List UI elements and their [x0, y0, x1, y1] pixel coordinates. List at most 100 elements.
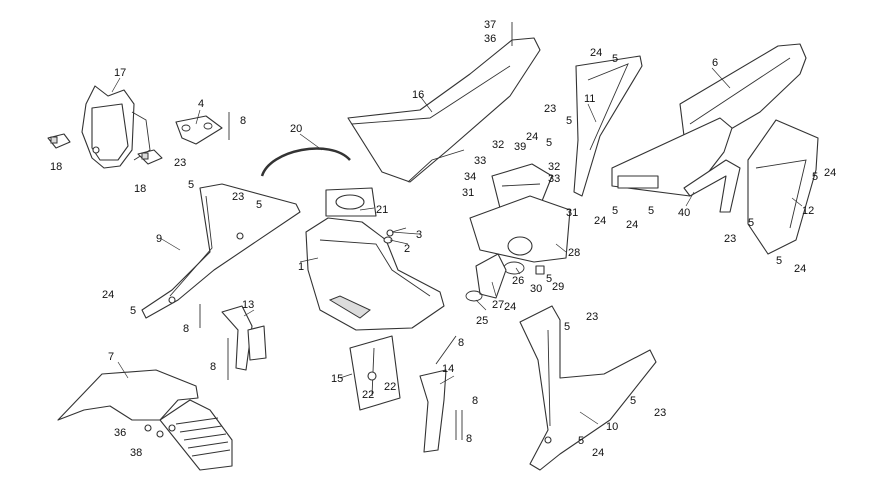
- callout-5: 5: [256, 199, 262, 211]
- callout-4: 4: [198, 98, 204, 110]
- part-seat: [347, 37, 541, 183]
- callout-38: 38: [130, 447, 142, 459]
- callout-18: 18: [50, 161, 62, 173]
- callout-5: 5: [776, 255, 782, 267]
- callout-23: 23: [586, 311, 598, 323]
- callout-9: 9: [156, 233, 162, 245]
- callout-5: 5: [566, 115, 572, 127]
- callout-14: 14: [442, 363, 454, 375]
- part-fuel-tap: [349, 335, 401, 411]
- callout-8: 8: [183, 323, 189, 335]
- callout-22: 22: [384, 381, 396, 393]
- callout-21: 21: [376, 204, 388, 216]
- callout-5: 5: [748, 217, 754, 229]
- callout-5: 5: [630, 395, 636, 407]
- part-airbox-cover: [491, 163, 553, 209]
- callout-8: 8: [466, 433, 472, 445]
- callout-25: 25: [476, 315, 488, 327]
- callout-labels: 1 2 3 4 5 5 5 5 5 5 5 5 5 5 5 5 5 5 5 6 …: [50, 19, 836, 459]
- callout-5: 5: [188, 179, 194, 191]
- part-intake-boot: [465, 253, 507, 302]
- callout-26: 26: [512, 275, 524, 287]
- callout-39: 39: [514, 141, 526, 153]
- callout-5: 5: [546, 137, 552, 149]
- part-headlight-fairing: [81, 85, 151, 169]
- callout-24: 24: [626, 219, 638, 231]
- callout-29: 29: [552, 281, 564, 293]
- part-fuel-cap: [325, 187, 377, 217]
- callout-2: 2: [404, 243, 410, 255]
- callout-24: 24: [504, 301, 516, 313]
- callout-5: 5: [130, 305, 136, 317]
- callout-11: 11: [584, 93, 595, 105]
- callout-7: 7: [108, 351, 114, 363]
- callout-5: 5: [546, 273, 552, 285]
- part-front-fender: [57, 369, 233, 471]
- part-fender-screws: [144, 424, 176, 438]
- callout-33: 33: [548, 173, 560, 185]
- part-left-side-panel: [141, 183, 301, 319]
- callout-5: 5: [564, 321, 570, 333]
- part-fuel-tank: [305, 217, 445, 331]
- part-clamp-left: [47, 133, 71, 149]
- callout-32: 32: [548, 161, 560, 173]
- part-bracket-13: [221, 305, 267, 371]
- part-right-side-panel: [747, 119, 819, 255]
- part-rear-upper-panel: [573, 55, 643, 197]
- part-nut-30: [535, 265, 545, 275]
- callout-13: 13: [242, 299, 254, 311]
- part-airbox: [469, 195, 571, 263]
- callout-6: 6: [712, 57, 718, 69]
- callout-17: 17: [114, 67, 126, 79]
- callout-24: 24: [794, 263, 806, 275]
- callout-18: 18: [134, 183, 146, 195]
- callout-40: 40: [678, 207, 690, 219]
- part-breather-hose: [260, 147, 351, 177]
- callout-36: 36: [114, 427, 126, 439]
- callout-23: 23: [654, 407, 666, 419]
- part-clamp-26: [503, 261, 525, 275]
- callout-23: 23: [544, 103, 556, 115]
- callout-24: 24: [594, 215, 606, 227]
- part-bracket-40: [683, 159, 741, 213]
- callout-24: 24: [592, 447, 604, 459]
- callout-31: 31: [566, 207, 578, 219]
- callout-33: 33: [474, 155, 486, 167]
- callout-5: 5: [648, 205, 654, 217]
- callout-23: 23: [174, 157, 186, 169]
- callout-5: 5: [578, 435, 584, 447]
- callout-8: 8: [210, 361, 216, 373]
- callout-12: 12: [802, 205, 814, 217]
- callout-23: 23: [724, 233, 736, 245]
- callout-8: 8: [458, 337, 464, 349]
- callout-27: 27: [492, 299, 504, 311]
- callout-32: 32: [492, 139, 504, 151]
- callout-28: 28: [568, 247, 580, 259]
- part-bracket: [175, 115, 223, 145]
- bolt: [435, 335, 457, 365]
- callout-20: 20: [290, 123, 302, 135]
- part-lower-side-panel: [519, 305, 657, 471]
- callout-3: 3: [416, 229, 422, 241]
- callout-36: 36: [484, 33, 496, 45]
- callout-30: 30: [530, 283, 542, 295]
- callout-31: 31: [462, 187, 474, 199]
- callout-37: 37: [484, 19, 496, 31]
- callout-24: 24: [824, 167, 836, 179]
- callout-8: 8: [240, 115, 246, 127]
- callout-1: 1: [298, 261, 304, 273]
- callout-34: 34: [464, 171, 476, 183]
- part-washer-2: [383, 236, 393, 244]
- callout-8: 8: [472, 395, 478, 407]
- part-screw-3: [386, 227, 407, 237]
- callout-5: 5: [612, 53, 618, 65]
- part-clamp-right: [137, 149, 163, 165]
- leader-lines: [111, 67, 803, 425]
- callout-10: 10: [606, 421, 618, 433]
- part-hose-guide: [419, 369, 447, 453]
- callout-23: 23: [232, 191, 244, 203]
- callout-24: 24: [590, 47, 602, 59]
- callout-24: 24: [526, 131, 538, 143]
- callout-16: 16: [412, 89, 424, 101]
